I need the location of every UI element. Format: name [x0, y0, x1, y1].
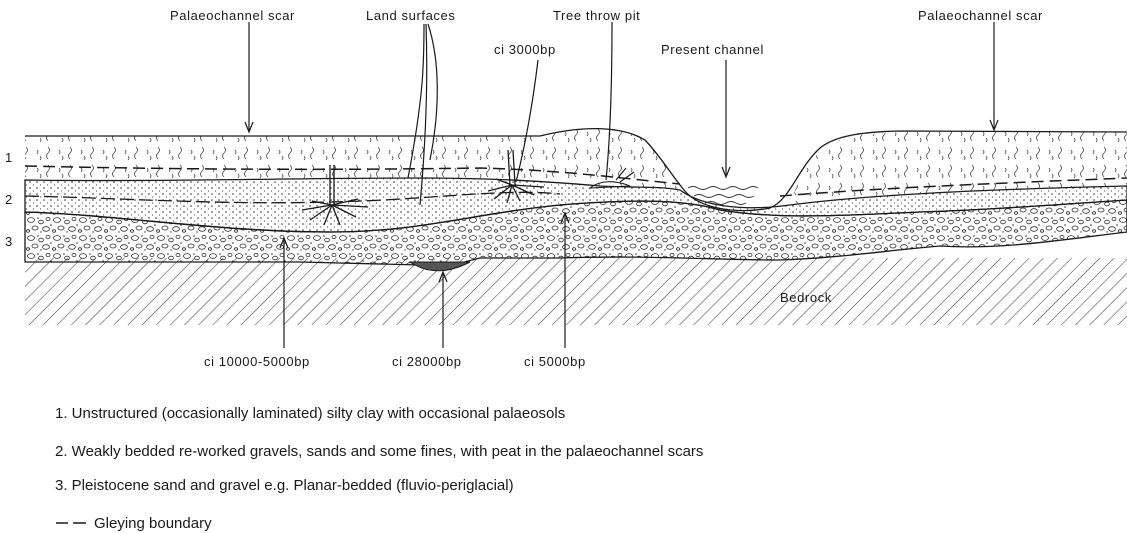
label-tree-throw-pit: Tree throw pit: [553, 8, 640, 23]
label-ci-5000: ci 5000bp: [524, 354, 586, 369]
label-palaeochannel-scar-right: Palaeochannel scar: [918, 8, 1043, 23]
label-ci-10000-5000: ci 10000-5000bp: [204, 354, 310, 369]
unit-1-clay-layer: [25, 128, 680, 190]
label-bedrock: Bedrock: [780, 290, 832, 305]
bedrock-layer: [25, 258, 1127, 325]
label-ci-3000: ci 3000bp: [494, 42, 556, 57]
unit-1-clay-layer-right: [790, 130, 1127, 205]
present-channel-water: [687, 186, 759, 205]
tree-stump-left: [301, 165, 369, 226]
unit-number-1: 1: [5, 150, 12, 165]
label-ci-28000: ci 28000bp: [392, 354, 462, 369]
legend-item-1: 1. Unstructured (occasionally laminated)…: [55, 405, 565, 422]
label-palaeochannel-scar-left: Palaeochannel scar: [170, 8, 295, 23]
unit-number-2: 2: [5, 192, 12, 207]
legend-gleying-boundary: Gleying boundary: [94, 515, 212, 532]
unit-number-3: 3: [5, 234, 12, 249]
ground-surface-line: [25, 127, 1127, 212]
peat-lens: [408, 261, 471, 272]
legend-item-2: 2. Weakly bedded re-worked gravels, sand…: [55, 443, 703, 460]
tree-throw-pit-mark: [588, 167, 635, 189]
pointer-arrows: [244, 21, 999, 348]
gleying-boundary-line: [24, 165, 1127, 197]
tree-stump-middle: [487, 149, 545, 204]
unit-2-sand-layer: [24, 177, 1127, 233]
label-land-surfaces: Land surfaces: [366, 8, 455, 23]
label-present-channel: Present channel: [661, 42, 764, 57]
legend-item-3: 3. Pleistocene sand and gravel e.g. Plan…: [55, 477, 514, 494]
